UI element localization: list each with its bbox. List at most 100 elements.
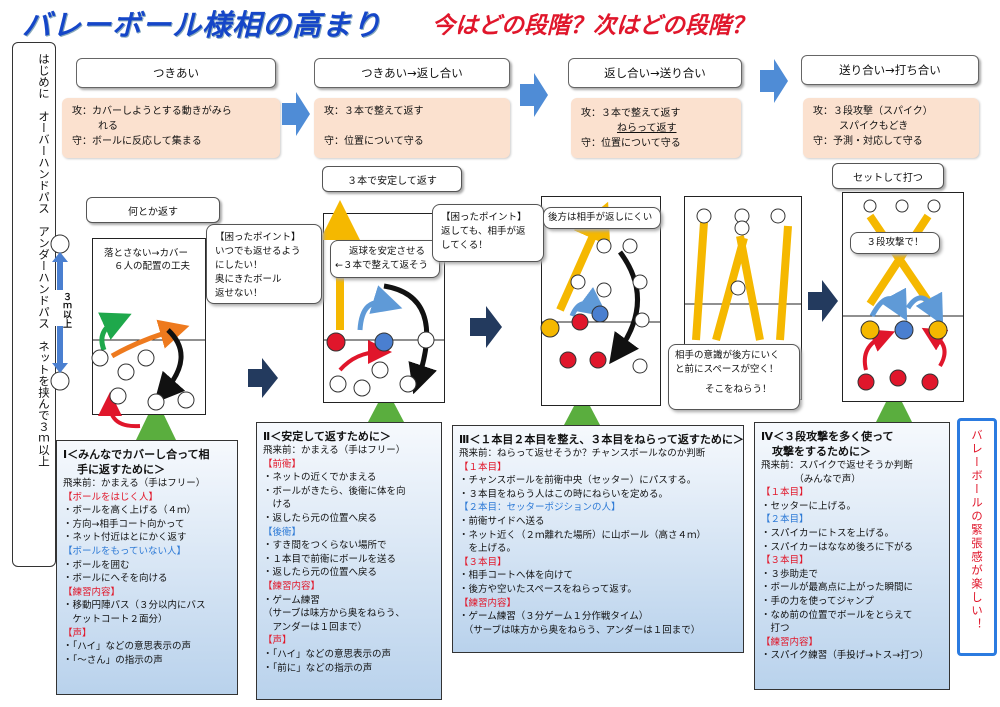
side-players (50, 234, 70, 391)
panel-line: 【１本目】 (761, 487, 809, 499)
label-stage-1: 何とか返す (86, 197, 220, 223)
callout-line: 後方は相手が返しにくい (548, 212, 653, 223)
panel-line: 打つ (761, 623, 790, 635)
callout-line: ３段攻撃で！ (866, 237, 924, 248)
callout-line: いつでも返せるよう (215, 246, 301, 257)
stage-4-defend: 守：予測・対応して守る (813, 136, 923, 147)
stage-1-box: つきあい (76, 58, 276, 88)
label-stage-1-text: 何とか返す (128, 206, 178, 218)
panel-line: 【練習内容】 (263, 580, 321, 592)
stage-3-attack-cont: ねらって返す (617, 123, 677, 134)
panel-line: ・前衛サイドへ送る (459, 515, 545, 527)
callout-trouble-1: 【困ったポイント】 いつでも返せるよう にしたい！ 奥にきたボール 返せない！ (206, 224, 322, 304)
panel-line: （サーブは味方から奥をねらう、 (263, 608, 405, 620)
stage-1-attack: 攻：カバーしようとする動きがみら (72, 106, 232, 117)
arrow-right-icon (282, 92, 310, 136)
panel-heading: Ⅲ＜１本目２本目を整え、３本目をねらって返すために＞ (459, 433, 744, 446)
callout-line: と前にスペースが空く！ (675, 364, 779, 375)
slogan-box: バレーボールの緊張感が楽しい！ (957, 418, 997, 656)
panel-line: ・ゲーム練習 (263, 594, 320, 606)
arrow-right-icon (760, 59, 788, 103)
callout-line: 奥にきたボール (215, 274, 282, 285)
panel-line: ・「～さん」の指示の声 (63, 654, 163, 666)
panel-line: 【声】 (263, 635, 292, 647)
label-stage-2-text: ３本で安定して返す (347, 175, 437, 187)
panel-line: ・３歩助走で (761, 568, 819, 580)
stage-2-detail: 攻：３本で整えて返す 守：位置について守る (314, 98, 510, 158)
panel-line: （みんなで声） (761, 473, 861, 485)
callout-line: 【困ったポイント】 (215, 232, 301, 243)
panel-line: ・すき間をつくらない場所で (263, 540, 387, 552)
panel-line: 飛来前：スパイクで返せそうか判断 (761, 460, 913, 471)
stage-4-attack: 攻：３段攻撃（スパイク） (813, 106, 933, 117)
callout-stabilize: 返球を安定させる ←３本で整えて返そう (330, 240, 440, 278)
panel-line: ・ボールを高く上げる（４ｍ） (63, 505, 197, 517)
panel-line: ・「ハイ」などの意思表示の声 (263, 648, 392, 660)
panel-line: 【１本目】 (459, 461, 507, 473)
callout-line: 返せない！ (215, 288, 263, 299)
callout-line: 【困ったポイント】 (441, 212, 527, 223)
stage-1-defend: 守：ボールに反応して集まる (72, 136, 202, 147)
callout-line: 返しても、相手が返 (441, 226, 526, 237)
callout-line: にしたい！ (215, 260, 263, 271)
panel-line: 【前衛】 (263, 458, 302, 470)
panel-line: ・移動円陣パス（３分以内にバス (63, 600, 206, 612)
arrow-right-icon (248, 358, 278, 398)
panel-line: ける (263, 499, 292, 511)
callout-trouble-2: 【困ったポイント】 返しても、相手が返 してくる！ (432, 204, 544, 262)
panel-line: 【後衛】 (263, 526, 302, 538)
callout-3step: ３段攻撃で！ (850, 232, 940, 254)
panel-line: ・スパイカーにトスを上げる。 (761, 527, 895, 539)
label-stage-4: セットして打つ (832, 163, 944, 189)
panel-line: 【ボールをもっていない人】 (63, 545, 187, 557)
panel-line: 飛来前：ねらって返せそうか？チャンスボールなのか判断 (459, 448, 706, 459)
panel-line: ・返したら元の位置へ戻る (263, 512, 378, 524)
panel-heading: Ⅱ＜安定して返すために＞ (263, 430, 391, 443)
panel-line: ・スパイク練習（手投げ→トス→打つ） (761, 650, 929, 662)
court-2-graphics (320, 200, 445, 397)
panel-line: ・ボールを囲む (63, 559, 130, 571)
panel-heading: Ⅳ＜３段攻撃を多く使って (761, 430, 894, 443)
page-title: バレーボール様相の高まり (22, 8, 383, 42)
stage-2-attack: 攻：３本で整えて返す (324, 106, 424, 117)
label-stage-4-text: セットして打つ (853, 172, 923, 184)
callout-line: してくる！ (441, 240, 488, 251)
stage-3-detail: 攻：３本で整えて返す ねらって返す 守：位置について守る (571, 98, 741, 158)
panel-line: 【練習内容】 (761, 636, 819, 648)
panel-line: 【声】 (63, 627, 92, 639)
panel-line: ・ネット付近はとにかく返す (63, 532, 187, 544)
panel-connectors (136, 402, 912, 440)
panel-line: 【３本目】 (761, 555, 809, 567)
panel-line: 【練習内容】 (459, 597, 517, 609)
panel-1-lines: 飛来前：かまえる（手はフリー）【ボールをはじく人】・ボールを高く上げる（４ｍ）・… (63, 477, 231, 667)
stage-3-defend: 守：位置について守る (581, 138, 681, 149)
panel-line: ・なめ前の位置でボールをとらえて (761, 609, 913, 621)
stage-4-detail: 攻：３段攻撃（スパイク） スパイクもどき 守：予測・対応して守る (803, 98, 979, 158)
panel-line: ・３本目をねらう人はこの時にねらいを定める。 (459, 488, 669, 500)
panel-line: （サーブは味方から奥をねらう、アンダーは１回まで） (459, 624, 701, 636)
panel-line: 【３本目】 (459, 556, 507, 568)
stage-4-name: 送り合い→打ち合い (839, 63, 941, 77)
panel-line: 飛来前：かまえる（手はフリー） (63, 478, 206, 489)
stage-2-name: つきあい→返し合い (361, 66, 463, 80)
callout-cover-line: ６人の配置の工夫 (114, 261, 191, 272)
stage-3-box: 返し合い→送り合い (568, 58, 742, 88)
panel-line: ・返したら元の位置へ戻る (263, 567, 378, 579)
panel-heading: 手に返すために＞ (77, 463, 165, 476)
panel-line: 【ボールをはじく人】 (63, 491, 159, 503)
panel-line: ・「ハイ」などの意思表示の声 (63, 641, 192, 653)
panel-2-lines: 飛来前：かまえる（手はフリー）【前衛】・ネットの近くでかまえる・ボールがきたら、… (263, 444, 435, 675)
panel-line: ・ボールがきたら、後衛に体を向 (263, 485, 406, 497)
panel-line: 【２本目：セッターポジションの人】 (459, 502, 621, 514)
stage-1-attack-cont: れる (98, 121, 118, 132)
panel-line: ・方向→相手コート向かって (63, 518, 185, 530)
panel-line: ・ゲーム練習（３分ゲーム１分作戦タイム） (459, 611, 649, 623)
panel-line: を上げる。 (459, 543, 517, 555)
court-arrows (248, 280, 838, 398)
court-3b-graphics (684, 208, 802, 342)
callout-back: 後方は相手が返しにくい (543, 207, 661, 229)
arrow-right-icon (520, 73, 548, 117)
panel-heading: Ⅰ＜みんなでカバーし合って相 (63, 448, 210, 461)
callout-space: 相手の意識が後方にいく と前にスペースが空く！ そこをねらう！ (668, 344, 800, 410)
